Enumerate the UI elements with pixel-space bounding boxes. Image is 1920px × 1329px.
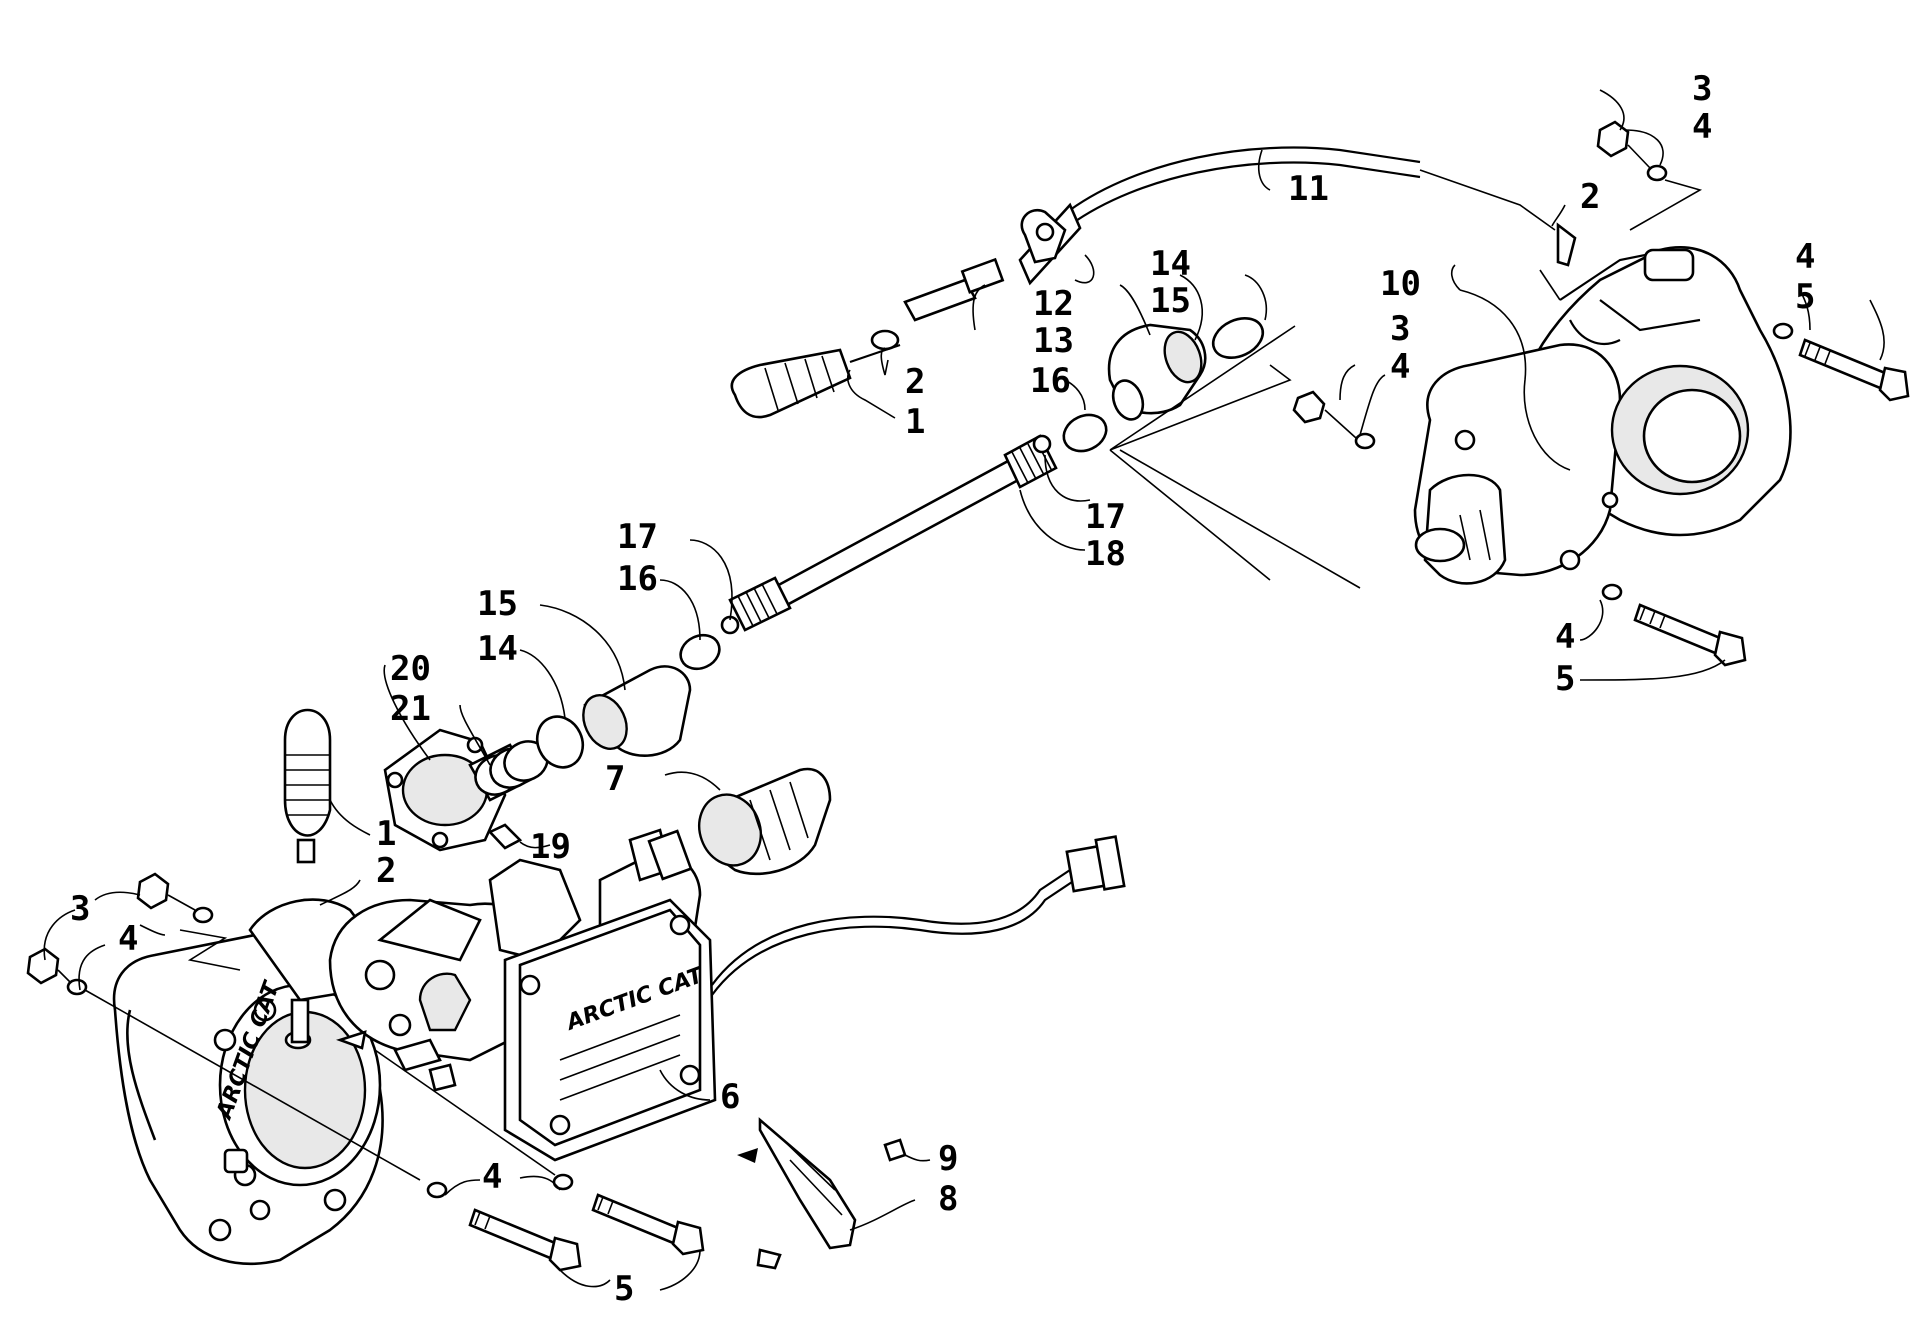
label-18: 18 [1085,534,1126,574]
label-3-mid: 3 [1390,309,1410,349]
label-17-lower: 17 [617,517,658,557]
label-11: 11 [1288,169,1329,209]
label-1-upper: 1 [905,402,925,442]
label-4-lower-right: 4 [1555,617,1575,657]
label-5-right: 5 [1795,277,1815,317]
label-5-bottom: 5 [614,1269,634,1309]
boot-upper [1107,323,1207,421]
driveshaft [728,434,1058,632]
part-labels: 1 2 13 12 11 3 4 2 10 4 5 14 15 16 3 4 1… [70,69,1815,1309]
label-5-lower-right: 5 [1555,659,1575,699]
label-10: 10 [1380,264,1421,304]
label-21: 21 [390,689,431,729]
hardware-lower-left [26,872,705,1272]
label-16-upper: 16 [1030,361,1071,401]
label-20: 20 [390,649,431,689]
transmission-body [328,828,702,1092]
label-4-top: 4 [1692,107,1712,147]
wire-harness [711,835,1126,996]
label-15-upper: 15 [1150,281,1191,321]
label-16-lower: 16 [617,559,658,599]
label-2-right: 2 [1580,177,1600,217]
cable-fitting [903,257,1005,322]
label-4-mid: 4 [1390,347,1410,387]
label-4-bottom: 4 [482,1157,502,1197]
label-12: 12 [1033,284,1074,324]
mounting-bracket [737,1117,907,1270]
ring14-lower [535,715,585,769]
bracket-line-right [1109,325,1361,589]
hardware-upper-right [1292,120,1910,667]
label-1-lower: 1 [376,814,396,854]
label-3-left: 3 [70,889,90,929]
rear-gear-case [1413,246,1792,585]
label-3-top: 3 [1692,69,1712,109]
label-2-upper: 2 [905,362,925,402]
clip-upper [870,329,900,351]
ring16-lower [679,633,721,671]
ring-upper [1211,317,1265,359]
cable-boot-lower [283,708,332,864]
boot-lower [582,665,692,757]
label-9: 9 [938,1139,958,1179]
leader-lines [43,89,1885,1291]
label-7: 7 [605,759,625,799]
washer17-upper [1032,434,1052,454]
label-17-upper: 17 [1085,497,1126,537]
ring16-upper [1062,413,1108,453]
label-4-left: 4 [118,919,138,959]
cable-bracket [1020,209,1067,264]
label-2-lower: 2 [376,851,396,891]
label-19: 19 [530,827,571,867]
label-13: 13 [1033,321,1074,361]
label-15-lower: 15 [477,584,518,624]
large-boot [698,767,832,876]
transmission-cover: ARCTIC CAT [503,898,717,1162]
label-6: 6 [720,1077,740,1117]
label-4-right: 4 [1795,237,1815,277]
label-14-upper: 14 [1150,244,1191,284]
label-14-lower: 14 [477,629,518,669]
label-8: 8 [938,1179,958,1219]
cable-boot-upper [730,343,901,419]
screw-19 [487,823,523,850]
spring-coils [474,740,549,796]
